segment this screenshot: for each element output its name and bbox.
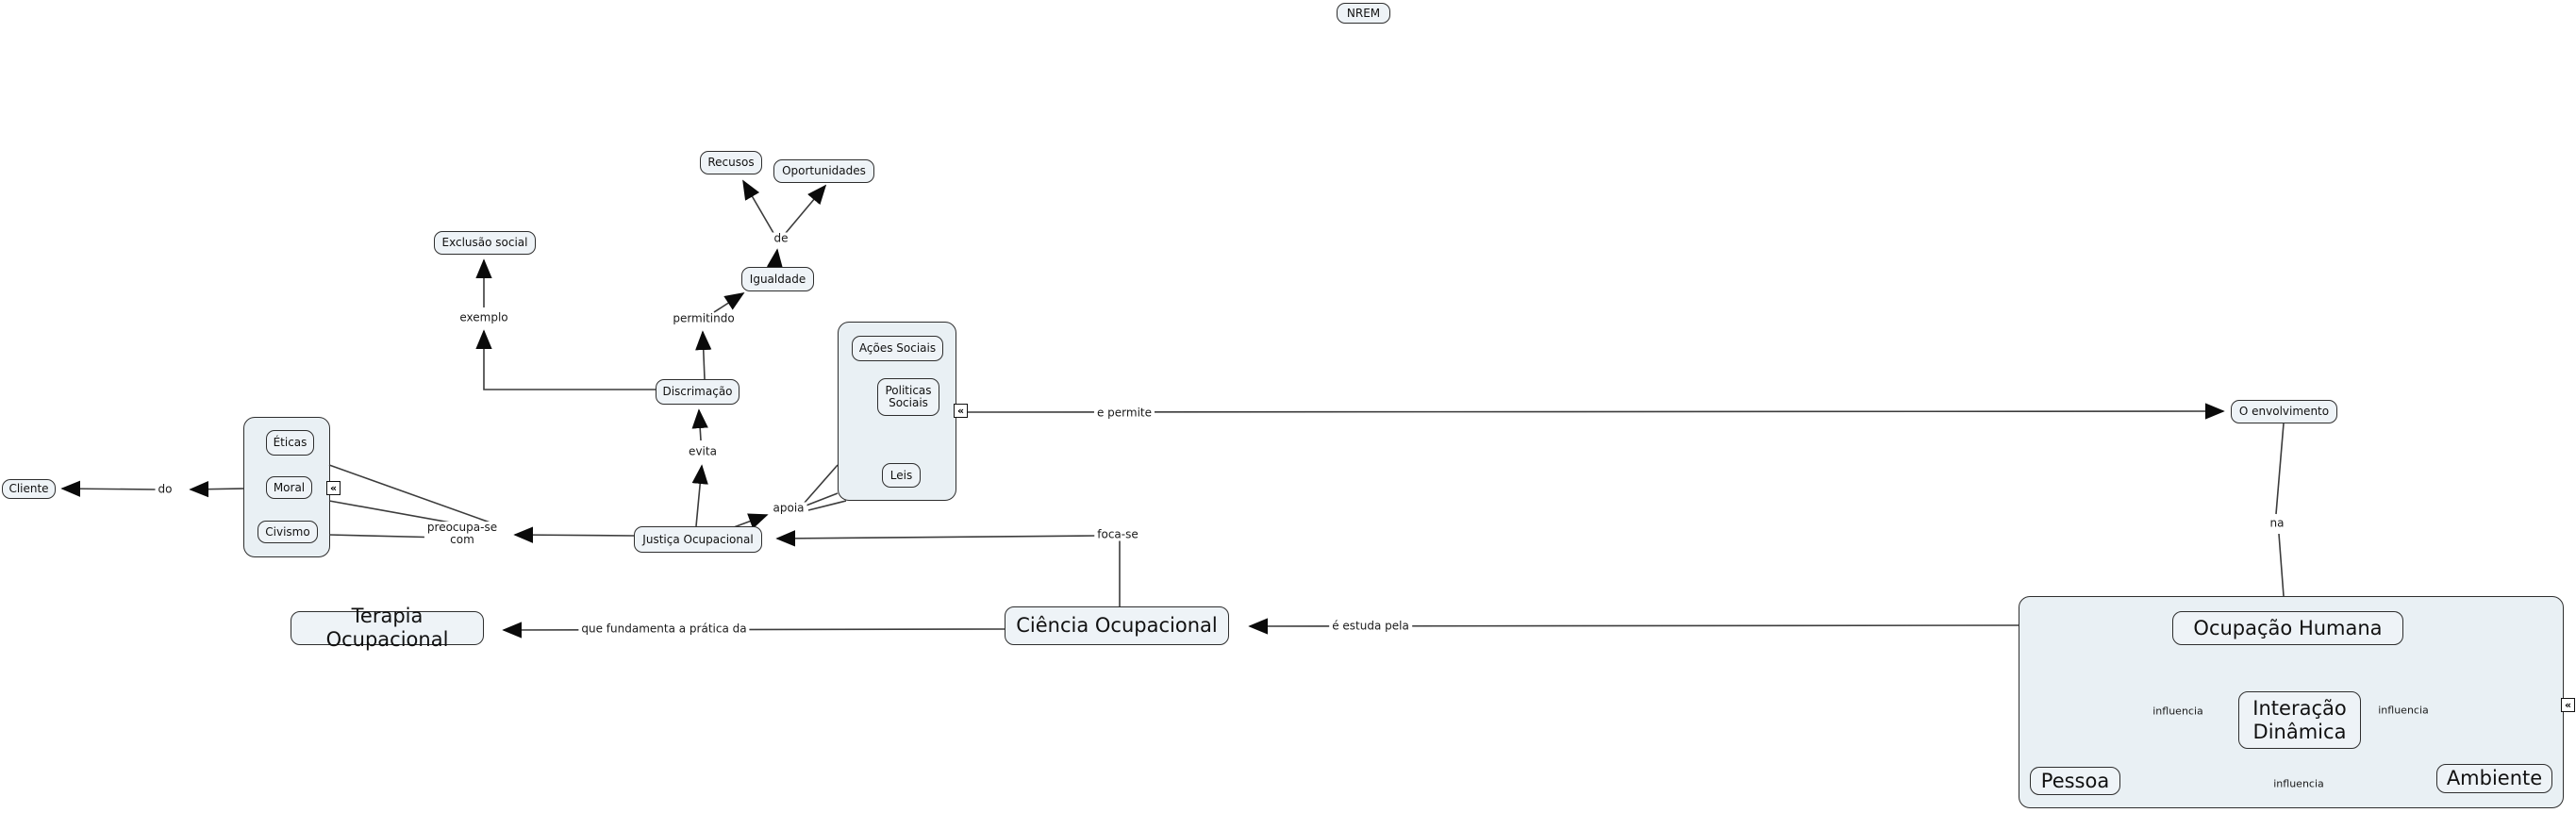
link-label-permitindo[interactable]: permitindo [670,312,738,325]
concept-node-leis[interactable]: Leis [882,463,921,488]
link-label-de[interactable]: de [771,232,791,245]
collapsed-links-icon[interactable]: « [326,481,341,495]
concept-node-o-envolvimento[interactable]: O envolvimento [2231,400,2337,423]
link-label-na[interactable]: na [2267,517,2287,530]
link-label-preocupa-se-com[interactable]: preocupa-se com [424,522,501,546]
connector-line [60,179,2285,639]
concept-node-ambiente[interactable]: Ambiente [2436,764,2552,793]
concept-node-pessoa[interactable]: Pessoa [2030,767,2120,795]
concept-node-politicas-sociais[interactable]: Politicas Sociais [877,378,939,416]
concept-node-cliente[interactable]: Cliente [2,479,56,499]
link-label-evita[interactable]: evita [686,445,720,458]
concept-node-terapia-ocupacional[interactable]: Terapia Ocupacional [291,605,484,651]
concept-node-ciencia-ocupacional[interactable]: Ciência Ocupacional [1005,606,1229,645]
concept-node-recusos[interactable]: Recusos [700,151,762,174]
link-label-exemplo[interactable]: exemplo [457,311,511,324]
concept-node-civismo[interactable]: Civismo [258,521,318,543]
concept-node-eticas[interactable]: Éticas [266,430,314,456]
collapsed-links-icon[interactable]: « [954,404,968,418]
link-label-que-fundamenta[interactable]: que fundamenta a prática da [578,622,750,636]
concept-node-ocupacao-humana[interactable]: Ocupação Humana [2172,611,2403,645]
concept-node-oportunidades[interactable]: Oportunidades [773,159,874,183]
concept-node-exclusao-social[interactable]: Exclusão social [434,231,536,255]
concept-node-discrimacao[interactable]: Discrimação [656,379,740,405]
link-label-influencia-bottom[interactable]: influencia [2273,777,2324,790]
link-label-foca-se[interactable]: foca-se [1094,528,1141,541]
link-label-influencia-right[interactable]: influencia [2378,704,2429,717]
collapsed-links-icon[interactable]: « [2561,698,2575,712]
link-label-e-estuda-pela[interactable]: é estuda pela [1329,620,1412,633]
concept-node-nrem[interactable]: NREM [1337,3,1390,24]
concept-node-acoes-sociais[interactable]: Ações Sociais [852,336,943,361]
link-label-do[interactable]: do [155,483,175,496]
link-label-influencia-left[interactable]: influencia [2152,705,2203,718]
link-label-e-permite[interactable]: e permite [1093,406,1155,420]
concept-node-igualdade[interactable]: Igualdade [741,267,814,291]
concept-node-moral[interactable]: Moral [266,476,312,499]
concept-node-interacao-dinamica[interactable]: Interação Dinâmica [2238,691,2361,749]
concept-node-justica-ocupacional[interactable]: Justiça Ocupacional [634,526,762,553]
link-label-apoia[interactable]: apoia [770,502,807,515]
